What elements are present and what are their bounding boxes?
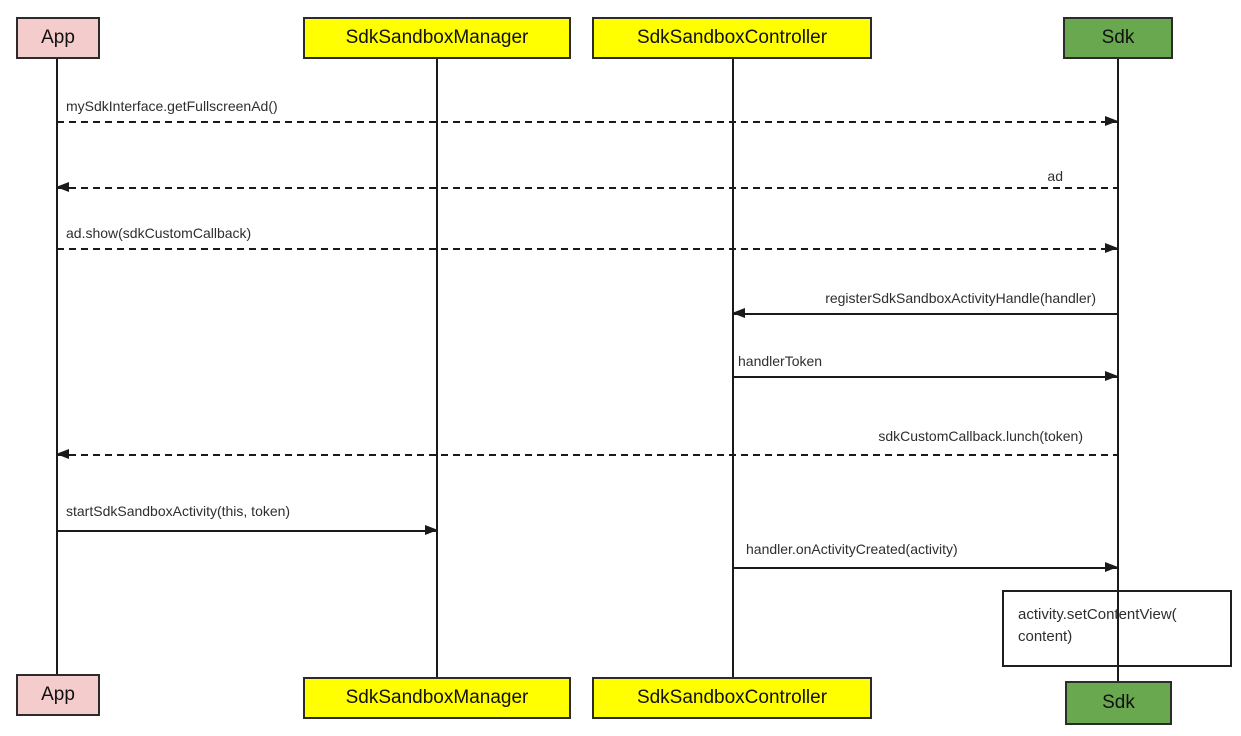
- actor-label-sdk-sandbox-manager: SdkSandboxManager: [345, 687, 529, 708]
- message-line: [57, 530, 437, 532]
- message-line: [733, 313, 1117, 315]
- actor-box-sdk-top: Sdk: [1063, 17, 1173, 59]
- message-line: [733, 567, 1117, 569]
- arrowhead-left-icon: [56, 182, 69, 192]
- arrowhead-right-icon: [425, 525, 438, 535]
- message-label: handler.onActivityCreated(activity): [746, 541, 958, 557]
- actor-box-app-top: App: [16, 17, 100, 59]
- actor-box-sdk-sandbox-manager-bottom: SdkSandboxManager: [303, 677, 571, 719]
- lifeline-sdk-sandbox-manager: [436, 58, 438, 678]
- note-line-1: activity.setContentView(: [1018, 606, 1177, 623]
- lifeline-sdk-sandbox-controller: [732, 58, 734, 678]
- actor-box-sdk-sandbox-controller-bottom: SdkSandboxController: [592, 677, 872, 719]
- actor-label-sdk-sandbox-controller: SdkSandboxController: [636, 27, 828, 48]
- actor-box-sdk-bottom: Sdk: [1065, 681, 1172, 725]
- arrowhead-right-icon: [1105, 371, 1118, 381]
- message-line: [57, 121, 1117, 123]
- lifeline-sdk: [1117, 58, 1119, 682]
- actor-label-sdk-sandbox-controller: SdkSandboxController: [636, 687, 828, 708]
- message-label: registerSdkSandboxActivityHandle(handler…: [825, 290, 1096, 306]
- actor-box-sdk-sandbox-manager-top: SdkSandboxManager: [303, 17, 571, 59]
- message-line: [733, 376, 1117, 378]
- arrowhead-right-icon: [1105, 562, 1118, 572]
- message-line: [57, 248, 1117, 250]
- message-label: ad.show(sdkCustomCallback): [66, 225, 252, 241]
- actor-box-sdk-sandbox-controller-top: SdkSandboxController: [592, 17, 872, 59]
- actor-label-app: App: [41, 684, 75, 705]
- actor-label-sdk: Sdk: [1102, 692, 1135, 713]
- message-line: [57, 187, 1117, 189]
- actor-label-sdk-sandbox-manager: SdkSandboxManager: [345, 27, 529, 48]
- message-label: sdkCustomCallback.lunch(token): [878, 428, 1083, 444]
- actor-label-sdk: Sdk: [1101, 27, 1135, 48]
- lifeline-app: [56, 58, 58, 675]
- arrowhead-right-icon: [1105, 116, 1118, 126]
- arrowhead-left-icon: [56, 449, 69, 459]
- message-label: handlerToken: [738, 353, 823, 369]
- actor-label-app: App: [41, 27, 75, 48]
- arrowhead-right-icon: [1105, 243, 1118, 253]
- message-line: [57, 454, 1117, 456]
- note-set-content-view: activity.setContentView( content): [1002, 590, 1232, 667]
- arrowhead-left-icon: [732, 308, 745, 318]
- actor-box-app-bottom: App: [16, 674, 100, 716]
- message-label: ad: [1047, 168, 1063, 184]
- note-line-2: content): [1018, 628, 1073, 645]
- message-label: mySdkInterface.getFullscreenAd(): [66, 98, 278, 114]
- message-label: startSdkSandboxActivity(this, token): [66, 503, 291, 519]
